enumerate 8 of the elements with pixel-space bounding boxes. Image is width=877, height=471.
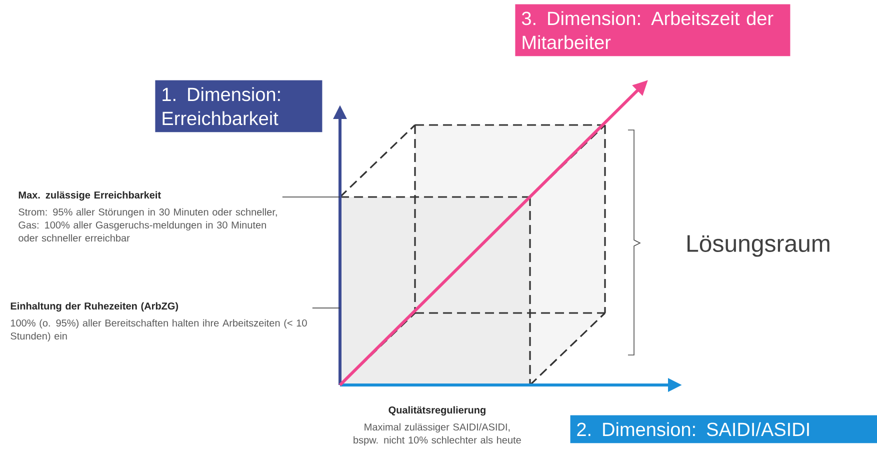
annotation-text: Qualitätsregulierung Maximal zulässiger SAIDI/ASIDI, bspw. nicht 10% schlechter als heute: [354, 406, 521, 446]
annotation-text: Max. zulässige Erreichbarkeit Strom: 95% aller Störungen in 30 Minuten oder schneller, Gas: 100% aller Gasgeruchs-meldungen in 30 Minuten oder schneller erreichbar: [18, 191, 277, 242]
dimension-label-box: 2. Dimension: SAIDI/ASIDI: [570, 415, 877, 444]
annotation-text: Einhaltung der Ruhezeiten (ArbZG) 100% (o. 95%) aller Bereitschaften halten ihre Arbeitszeiten (< 10 Stunden) ein: [10, 302, 307, 342]
dimension-label-box: 1. Dimension: Erreichbarkeit: [155, 80, 322, 132]
area-label: Lösungsraum: [688, 235, 830, 257]
dimension-label-box: 3. Dimension: Arbeitszeit der Mitarbeiter: [515, 4, 790, 56]
leader-line: [282, 196, 340, 198]
